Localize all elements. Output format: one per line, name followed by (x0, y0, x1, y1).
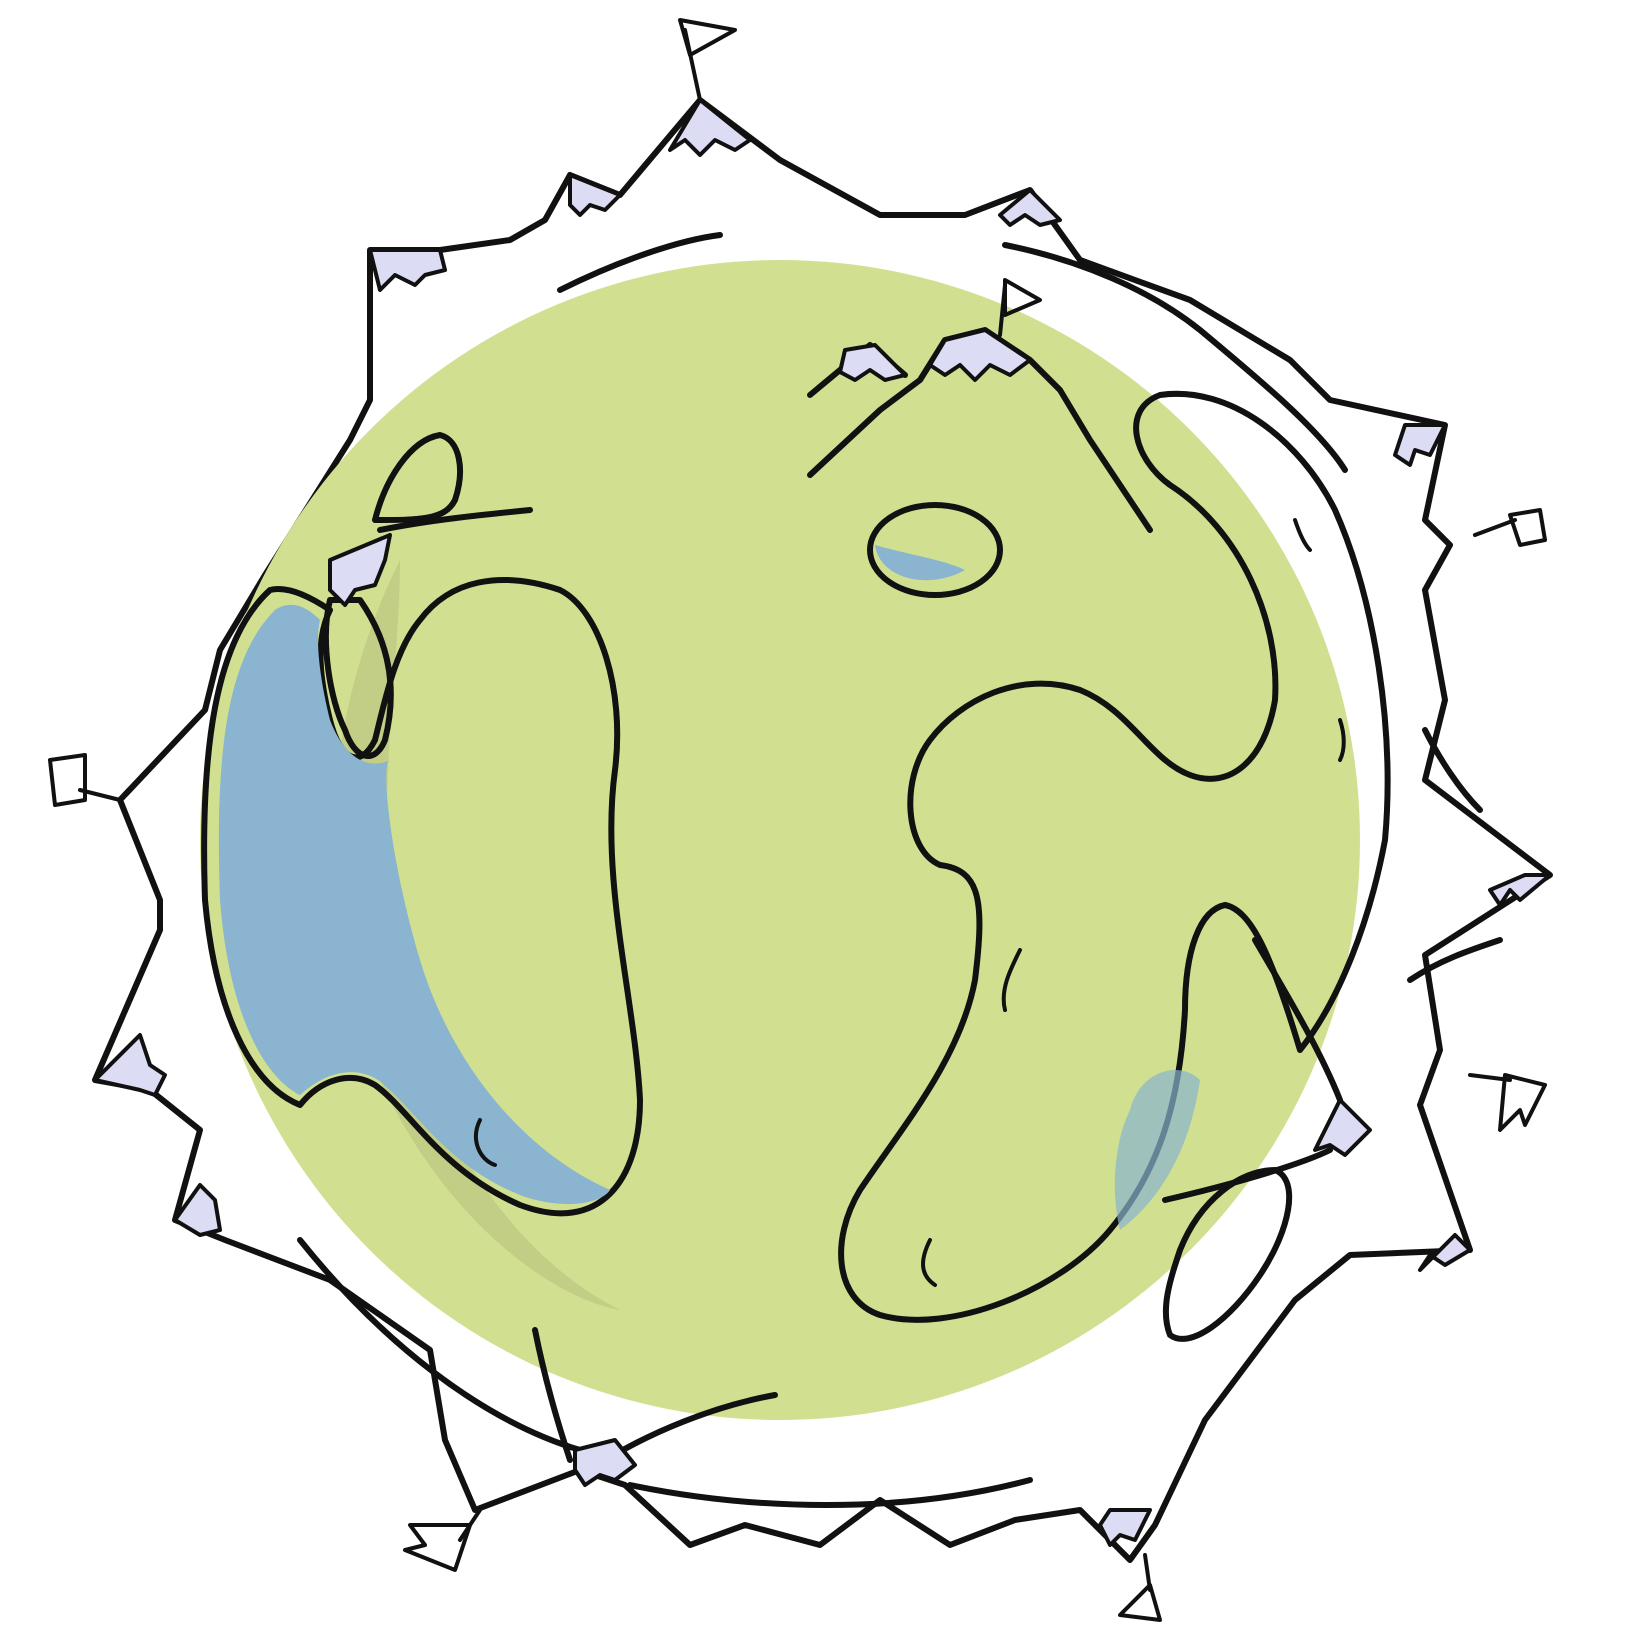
flag-top (678, 18, 737, 57)
right-ocean-ripple-4 (1293, 518, 1312, 552)
flag-bottom-right-group (1118, 1553, 1162, 1622)
ridge-line-bottom (297, 1237, 583, 1453)
snow-cap-left-lower (173, 1183, 222, 1237)
right-ocean-ripple-2 (921, 1238, 937, 1287)
flag-right-lower (1498, 1073, 1547, 1132)
snow-cap-summit (928, 328, 1032, 382)
planet-sphere-shade (332, 560, 620, 1310)
flag-bottom-left-group (403, 1508, 482, 1572)
left-ocean-shadow (218, 604, 610, 1205)
ridge-line-right-3 (1407, 937, 1503, 983)
ridge-line-left (377, 507, 533, 533)
snow-cap-right (1488, 873, 1552, 907)
ridge-line-upper-left (557, 232, 723, 293)
snow-cap-top (668, 98, 752, 157)
flag-right-upper-group (1473, 508, 1547, 547)
ridge-line-upper (1002, 242, 1348, 473)
flag-left (48, 753, 87, 807)
flag-bottom-left (403, 1523, 472, 1572)
flag-top-group (678, 18, 737, 102)
left-ocean (201, 577, 643, 1217)
snow-cap-right-upper (1393, 423, 1447, 467)
ridge-line-right (1162, 1147, 1333, 1203)
snow-cap-upper (568, 173, 622, 217)
ridge-line-bottom-left (532, 1327, 573, 1463)
right-ocean (838, 390, 1391, 1323)
left-inlet (323, 597, 394, 759)
right-ocean-ripple-1 (1001, 948, 1022, 1012)
right-ocean-ripple-3 (1338, 718, 1346, 762)
flag-left-group (48, 753, 122, 807)
flag-summit (1003, 278, 1042, 317)
snow-cap-left-summit (838, 343, 907, 382)
ridge-line-right-4 (1422, 727, 1483, 813)
snow-cap-upper-left (368, 248, 447, 292)
left-ocean-ripple (474, 1118, 497, 1167)
right-ocean-shadow (1114, 1070, 1200, 1230)
planet-outer-land (92, 97, 1553, 1563)
flag-right-lower-group (1468, 1073, 1547, 1132)
snow-cap-right-bottom (1418, 1233, 1472, 1272)
flag-summit-group (998, 278, 1042, 337)
ridge-line-right-2 (1252, 937, 1343, 1103)
snow-cap-bottom-right (1098, 1508, 1152, 1547)
snow-cap-upper-right (998, 188, 1062, 227)
snow-cap-right-lower (1313, 1098, 1372, 1157)
flag-bottom-right (1118, 1583, 1162, 1622)
flag-right-upper (1508, 508, 1547, 547)
ridge-line-bottom-3 (627, 1477, 1033, 1508)
snow-cap-left-ridge (328, 533, 392, 607)
snow-cap-left (93, 1033, 167, 1097)
crater-lake-shadow (875, 545, 965, 581)
snow-cap-bottom (573, 1438, 637, 1487)
crater-lake (867, 502, 1003, 598)
upper-left-lake (372, 432, 463, 523)
snow-caps (93, 98, 1552, 1547)
